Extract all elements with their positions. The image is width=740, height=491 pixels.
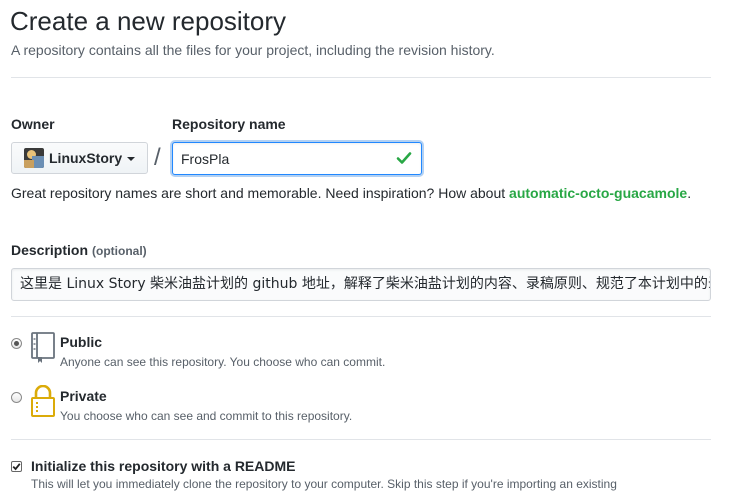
public-note: Anyone can see this repository. You choo… — [60, 355, 386, 369]
repo-book-icon — [31, 332, 55, 363]
description-label-text: Description — [11, 242, 89, 258]
divider — [11, 439, 711, 440]
page-subtitle: A repository contains all the files for … — [11, 42, 495, 58]
check-icon — [396, 152, 412, 164]
private-radio[interactable] — [11, 392, 22, 403]
divider — [11, 77, 711, 78]
description-input[interactable]: 这里是 Linux Story 柴米油盐计划的 github 地址，解释了柴米油… — [11, 268, 711, 301]
readme-label: Initialize this repository with a README — [31, 458, 296, 474]
repo-name-input[interactable] — [172, 142, 422, 175]
owner-label: Owner — [11, 116, 55, 132]
readme-note: This will let you immediately clone the … — [31, 477, 617, 491]
name-suggestion-link[interactable]: automatic-octo-guacamole — [509, 185, 688, 201]
hint-text: Great repository names are short and mem… — [11, 185, 510, 201]
page-title: Create a new repository — [10, 6, 287, 36]
description-label: Description(optional) — [11, 240, 147, 261]
lock-icon — [31, 385, 55, 417]
hint-suffix: . — [687, 185, 692, 201]
owner-name: LinuxStory — [49, 150, 123, 166]
avatar — [24, 148, 44, 168]
private-title: Private — [60, 388, 107, 404]
public-radio[interactable] — [11, 338, 22, 349]
caret-down-icon — [127, 156, 136, 161]
checkmark-icon — [12, 463, 21, 471]
private-note: You choose who can see and commit to thi… — [60, 409, 353, 423]
readme-checkbox[interactable] — [11, 461, 22, 472]
divider — [11, 316, 711, 317]
optional-tag: (optional) — [92, 244, 147, 258]
repo-name-label: Repository name — [172, 116, 286, 132]
public-title: Public — [60, 334, 103, 350]
owner-repo-separator: / — [154, 144, 161, 171]
owner-select-button[interactable]: LinuxStory — [11, 142, 148, 174]
repo-name-hint: Great repository names are short and mem… — [11, 183, 711, 204]
